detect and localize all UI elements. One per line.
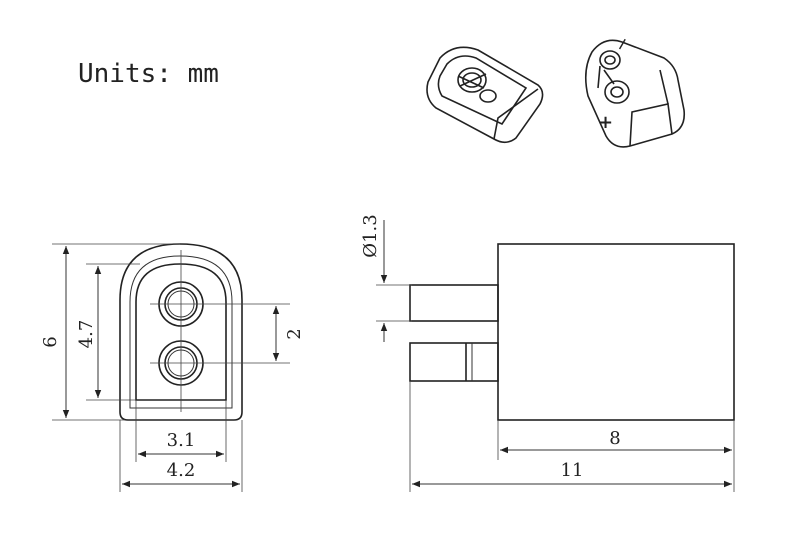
isometric-view-rear: − + <box>584 32 686 148</box>
dimension-front-width-total: 4.2 <box>119 420 243 492</box>
dimension-front-height-inner: 4.7 <box>76 263 140 401</box>
dim-label-diameter: Ø1.3 <box>360 214 381 257</box>
polarity-positive-mark: + <box>598 112 613 133</box>
dimension-pin-diameter: Ø1.3 <box>360 214 412 342</box>
dim-label-11: 11 <box>561 460 584 481</box>
dim-label-4-2: 4.2 <box>167 460 196 481</box>
dim-label-8: 8 <box>609 428 620 449</box>
dim-label-3-1: 3.1 <box>167 430 196 451</box>
polarity-negative-mark: − <box>610 32 636 56</box>
front-view <box>119 243 290 421</box>
side-view <box>409 243 735 421</box>
dim-label-4-7: 4.7 <box>76 320 97 349</box>
dimension-front-height-total: 6 <box>40 243 180 421</box>
dim-label-2: 2 <box>284 328 305 339</box>
dimension-front-width-inner: 3.1 <box>135 400 227 462</box>
dimension-side-total-length: 11 <box>409 381 732 492</box>
dim-label-6: 6 <box>40 336 61 347</box>
dimension-pin-spacing: 2 <box>272 306 305 361</box>
dimension-side-body-length: 8 <box>497 420 735 492</box>
units-label: Units: mm <box>78 59 219 89</box>
isometric-view-front <box>426 46 544 144</box>
